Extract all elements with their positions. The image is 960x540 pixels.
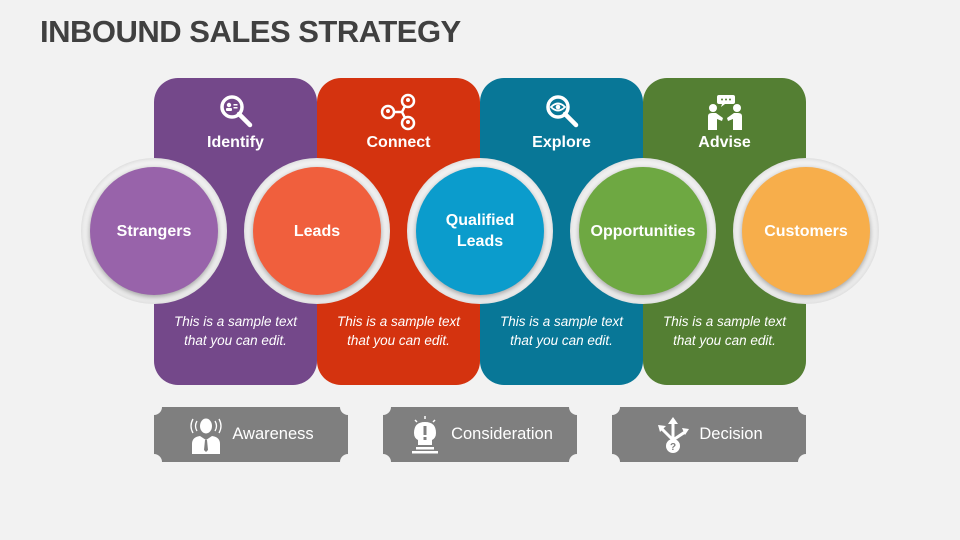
stage-decision: ? Decision xyxy=(604,399,814,470)
magnifier-person-icon xyxy=(219,95,252,128)
circle-ring: Strangers xyxy=(81,158,227,304)
circle-strangers: Strangers xyxy=(90,167,218,295)
circle-ring: Customers xyxy=(733,158,879,304)
circle-ring: Qualified Leads xyxy=(407,158,553,304)
column-description: This is a sample text that you can edit. xyxy=(336,314,461,348)
magnifier-eye-icon xyxy=(545,95,578,128)
column-description: This is a sample text that you can edit. xyxy=(662,314,787,348)
svg-text:?: ? xyxy=(670,442,676,453)
arrows-question-icon: ? xyxy=(658,416,690,453)
circle-qualified-leads: Qualified Leads xyxy=(416,167,544,295)
person-broadcast-icon xyxy=(190,418,222,454)
stage-label: Decision xyxy=(699,425,763,443)
stage-awareness: Awareness xyxy=(146,399,356,470)
stage-consideration: Consideration xyxy=(375,399,585,470)
column-description: This is a sample text that you can edit. xyxy=(173,314,298,348)
stage-label: Consideration xyxy=(451,425,553,443)
circle-leads: Leads xyxy=(253,167,381,295)
circle-ring: Opportunities xyxy=(570,158,716,304)
column-title: Identify xyxy=(207,134,264,151)
column-title: Advise xyxy=(698,134,751,151)
column-description: This is a sample text that you can edit. xyxy=(499,314,624,348)
column-title: Explore xyxy=(532,134,591,151)
lightbulb-head-icon xyxy=(412,415,439,453)
column-title: Connect xyxy=(366,134,431,151)
circle-opportunities: Opportunities xyxy=(579,167,707,295)
circle-customers: Customers xyxy=(742,167,870,295)
page-title: INBOUND SALES STRATEGY xyxy=(40,14,461,49)
network-people-icon xyxy=(380,93,415,131)
people-conversation-icon xyxy=(707,95,742,130)
stage-label: Awareness xyxy=(232,425,314,443)
circle-ring: Leads xyxy=(244,158,390,304)
